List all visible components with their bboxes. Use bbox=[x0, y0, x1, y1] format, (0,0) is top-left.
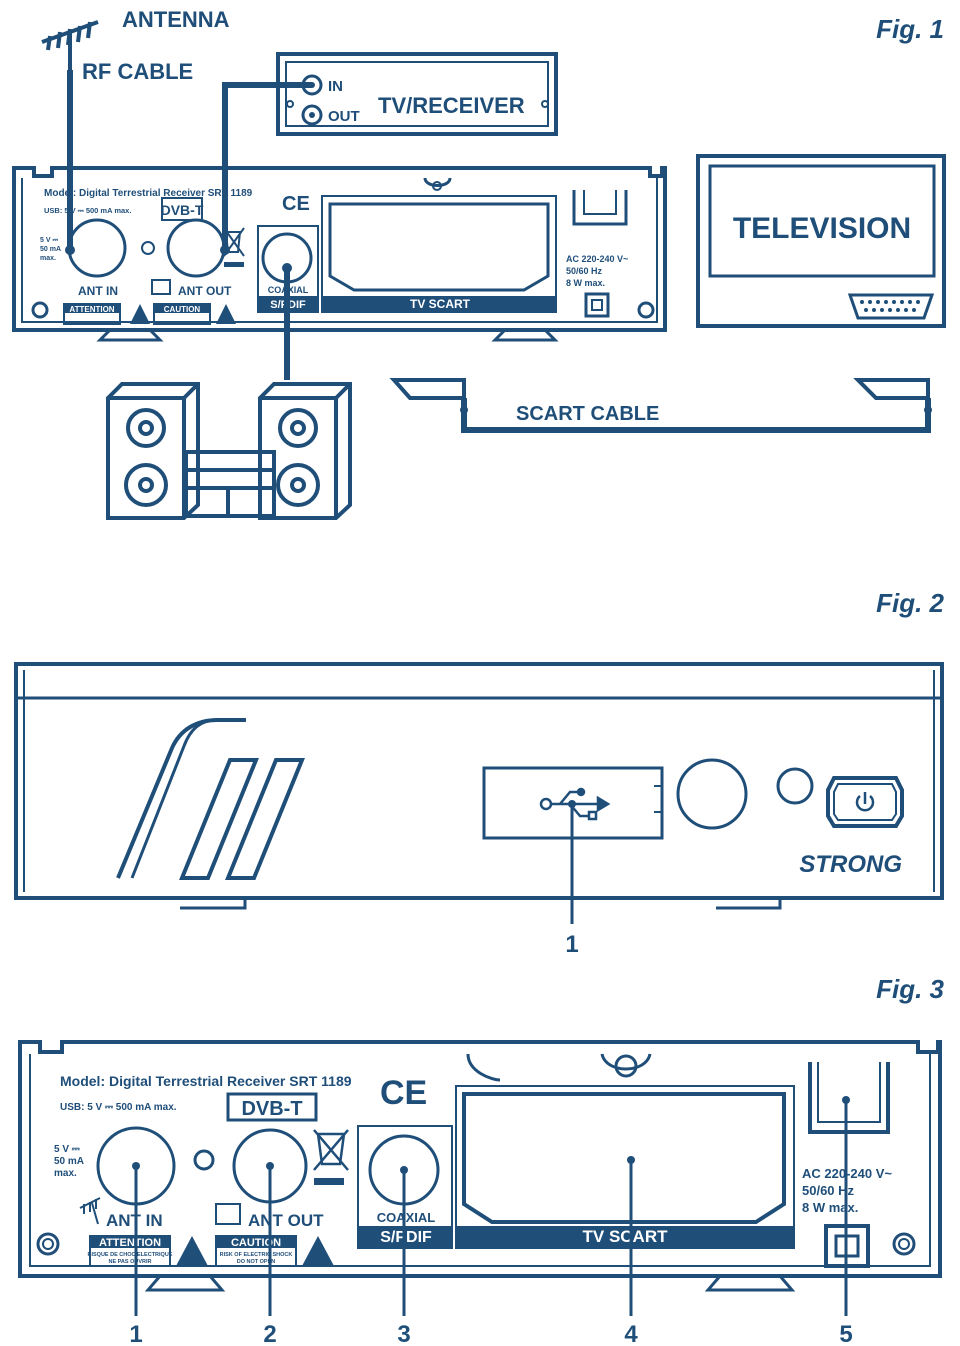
fig3-rear-panel: Model: Digital Terrestrial Receiver SRT … bbox=[18, 1040, 942, 1292]
fig1-watt-label: 8 W max. bbox=[566, 278, 605, 288]
tv-receiver-in-label: IN bbox=[328, 78, 343, 95]
television-icon: TELEVISION bbox=[696, 154, 946, 328]
fig3-coaxial-label: COAXIAL bbox=[377, 1210, 436, 1225]
strong-logo: STRONG bbox=[799, 851, 902, 878]
antenna-icon bbox=[41, 20, 99, 70]
tv-receiver-out-label: OUT bbox=[328, 108, 360, 125]
fig1-ac-label: AC 220-240 V~ bbox=[566, 254, 628, 264]
fig3-hz-label: 50/60 Hz bbox=[802, 1183, 855, 1198]
fig3-power-cable-slot bbox=[808, 1062, 890, 1134]
fig3-lightning-warning-icon bbox=[176, 1236, 208, 1266]
fig1-dvb-logo bbox=[161, 197, 203, 221]
fig3-ant-in-label: ANT IN bbox=[106, 1211, 163, 1230]
fig1-attention-label: ATTENTION bbox=[69, 305, 114, 314]
fig3-ant-power-1: 5 V ⎓ bbox=[54, 1144, 80, 1155]
fig1-ant-out-label: ANT OUT bbox=[178, 284, 232, 298]
fig2-label: Fig. 2 bbox=[876, 588, 944, 618]
fig1-ant-in-port bbox=[67, 218, 127, 278]
fig3-weee-icon bbox=[313, 1129, 349, 1171]
fig1-label: Fig. 1 bbox=[876, 14, 944, 44]
fig3-ce-mark: CE bbox=[380, 1074, 427, 1112]
fig3-caution-label: CAUTION bbox=[231, 1237, 281, 1249]
fig3-model-text: Model: Digital Terrestrial Receiver SRT … bbox=[60, 1073, 352, 1089]
fig3-spdif-label: S/PDIF bbox=[380, 1229, 432, 1246]
fig3-scart-port bbox=[462, 1092, 786, 1224]
fig3-callout-lines bbox=[134, 1100, 848, 1316]
tv-receiver-box: IN OUT TV/RECEIVER bbox=[276, 52, 558, 136]
standby-led bbox=[776, 767, 814, 805]
usb-cover bbox=[482, 766, 664, 840]
fig3-ant-power-2: 50 mA bbox=[54, 1156, 84, 1167]
fig3-ant-power-3: max. bbox=[54, 1168, 77, 1179]
television-label: TELEVISION bbox=[733, 212, 911, 245]
fig3-label: Fig. 3 bbox=[876, 974, 944, 1004]
fig3-dvb-logo bbox=[226, 1092, 318, 1122]
fig3-tv-scart-label: TV SCART bbox=[583, 1227, 669, 1246]
fig1-hz-label: 50/60 Hz bbox=[566, 266, 603, 276]
fig1-rear-panel: Model: Digital Terrestrial Receiver SRT … bbox=[12, 166, 667, 342]
fig3-caution-sub-1: RISK OF ELECTRIC SHOCK bbox=[220, 1252, 293, 1258]
fig1-weee-icon bbox=[223, 227, 245, 257]
fig3-exclamation-warning-icon bbox=[302, 1236, 334, 1266]
fig3-callout-4: 4 bbox=[624, 1321, 638, 1346]
fig1-ant-out-port bbox=[166, 218, 226, 278]
fig1-caution-label: CAUTION bbox=[164, 305, 201, 314]
power-button[interactable] bbox=[826, 776, 904, 828]
fig3-caution-sub-2: DO NOT OPEN bbox=[237, 1259, 276, 1265]
fig3-attention-sub-2: NE PAS OUVRIR bbox=[109, 1259, 152, 1265]
power-icon bbox=[855, 792, 875, 812]
scart-cable-label: SCART CABLE bbox=[516, 403, 659, 425]
rf-cable-label: RF CABLE bbox=[82, 59, 193, 84]
fig3-usb-text: USB: 5 V ⎓ 500 mA max. bbox=[60, 1102, 177, 1113]
fig2-front-panel: STRONG bbox=[14, 662, 944, 910]
fig3-callout-2: 2 bbox=[263, 1321, 276, 1346]
fig3-attention-sub-1: RISQUE DE CHOC ELECTRIQUE bbox=[88, 1252, 173, 1258]
fig1-dvb-text: DVB-T bbox=[161, 202, 204, 218]
fig3-attention-label: ATTENTION bbox=[99, 1237, 161, 1249]
antenna-label: ANTENNA bbox=[122, 7, 230, 32]
tv-receiver-title: TV/RECEIVER bbox=[378, 93, 525, 118]
fig3-watt-label: 8 W max. bbox=[802, 1200, 858, 1215]
fig1-tv-scart-label: TV SCART bbox=[410, 297, 471, 311]
fig1-ant-in-label: ANT IN bbox=[78, 284, 118, 298]
fig1-scart-box bbox=[321, 195, 557, 313]
fig1-model-text: Model: Digital Terrestrial Receiver SRT … bbox=[44, 188, 253, 199]
scart-cable-icon bbox=[389, 378, 932, 433]
fig1-usb-text: USB: 5 V ⎓ 500 mA max. bbox=[44, 206, 131, 215]
fig3-ant-out-label: ANT OUT bbox=[248, 1211, 324, 1230]
hifi-system-icon bbox=[106, 382, 352, 520]
fig3-antenna-mark-icon bbox=[79, 1197, 101, 1225]
fig1-scart-port bbox=[328, 202, 550, 292]
fig1-power-cable-slot bbox=[572, 190, 628, 226]
fig3-callout-5: 5 bbox=[839, 1321, 852, 1346]
fig1-ce-mark: CE bbox=[282, 193, 310, 215]
fig3-dvb-text: DVB-T bbox=[241, 1098, 302, 1120]
fig3-callout-1: 1 bbox=[129, 1321, 142, 1346]
rf-cable-out bbox=[222, 82, 312, 250]
fig2-callout-1: 1 bbox=[565, 931, 578, 958]
fig3-callout-3: 3 bbox=[397, 1321, 410, 1346]
ir-sensor-window bbox=[676, 758, 748, 830]
